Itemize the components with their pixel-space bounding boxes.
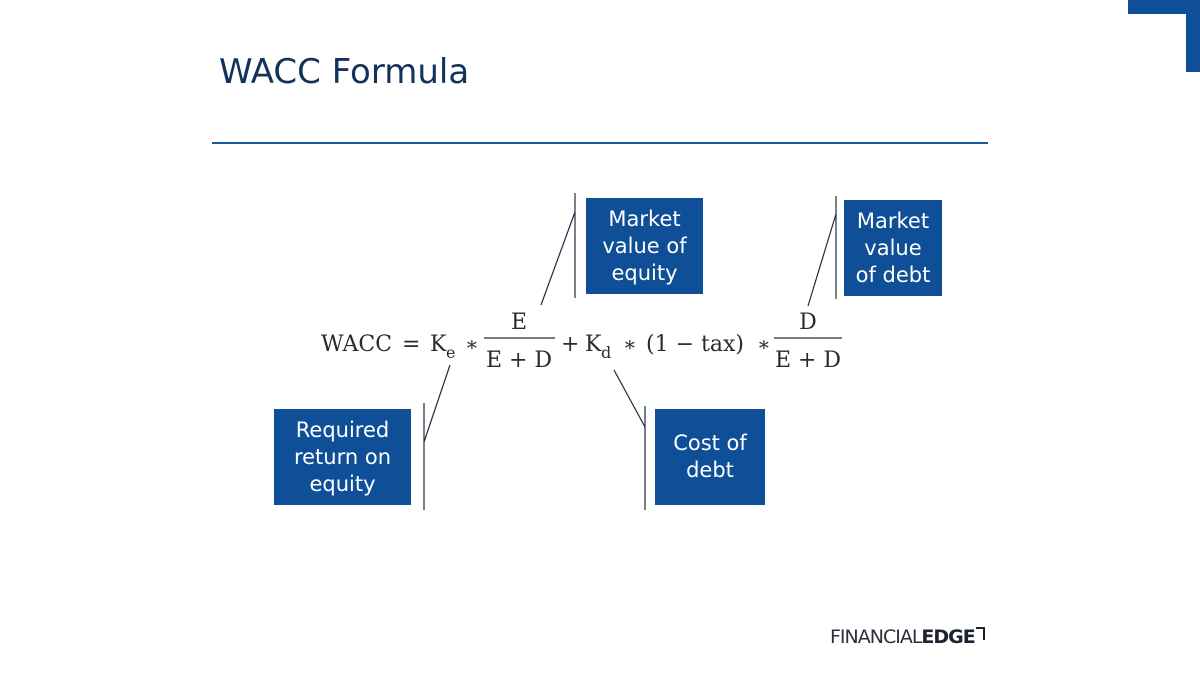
formula-ke-base: K — [430, 332, 447, 357]
formula-ke-sub: e — [446, 343, 455, 362]
callout-line: equity — [611, 260, 678, 285]
fraction-2-denominator: E + D — [775, 348, 841, 373]
connector-req-diagonal — [423, 364, 451, 443]
formula-times-2: ∗ — [623, 332, 637, 356]
callout-cost-of-debt: Cost of debt — [655, 409, 765, 505]
formula-times-1: ∗ — [465, 332, 479, 356]
fraction-2-numerator: D — [799, 310, 817, 335]
callout-line: equity — [309, 471, 376, 496]
connector-cod-diagonal — [613, 369, 646, 428]
formula-equals: = — [402, 332, 420, 357]
callout-line: value — [864, 235, 922, 260]
page-title: WACC Formula — [219, 52, 470, 92]
formula-times-3: ∗ — [757, 332, 771, 356]
callout-line: of debt — [855, 262, 931, 287]
corner-accent-icon — [1128, 0, 1200, 72]
connector-equity-mv-diagonal — [540, 211, 576, 306]
callout-market-value-of-debt: Market value of debt — [844, 200, 942, 296]
fraction-1-denominator: E + D — [486, 348, 552, 373]
callout-line: Market — [608, 206, 681, 231]
formula-kd-base: K — [585, 332, 602, 357]
formula-tax-term: (1 − tax) — [646, 332, 744, 357]
title-divider — [212, 142, 988, 144]
callout-line: Required — [295, 417, 390, 442]
formula-lhs: WACC — [321, 332, 392, 357]
formula-kd-sub: d — [601, 343, 611, 362]
callout-market-value-of-equity: Market value of equity — [586, 198, 703, 294]
logo-bold-text: EDGE — [921, 626, 975, 648]
callout-line: value of — [602, 233, 687, 258]
connector-debt-mv-diagonal — [807, 213, 837, 307]
callout-line: Cost of — [673, 431, 747, 455]
callout-line: debt — [686, 458, 734, 482]
fraction-1-numerator: E — [511, 310, 527, 335]
logo-corner-icon — [975, 627, 985, 640]
financial-edge-logo: FINANCIALEDGE — [830, 626, 986, 648]
logo-light-text: FINANCIAL — [830, 626, 922, 648]
callout-line: Market — [856, 208, 930, 233]
callout-required-return-on-equity: Required return on equity — [274, 409, 411, 505]
callout-line: return on — [293, 444, 392, 469]
formula-plus: + — [561, 332, 579, 357]
